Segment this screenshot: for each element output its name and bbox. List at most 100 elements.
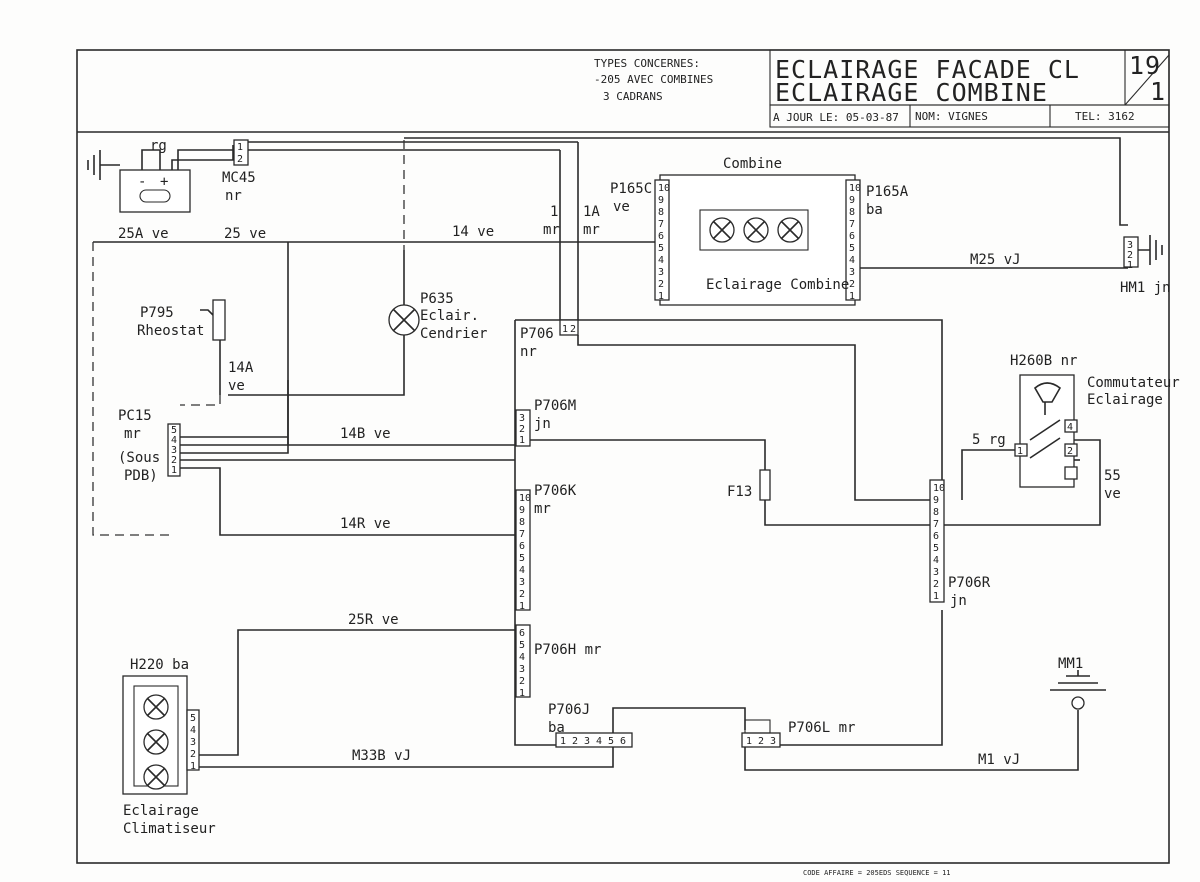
p706m-label: P706M [534, 398, 576, 414]
types-line2: -205 AVEC COMBINES [594, 73, 713, 86]
mc45-label: MC45 [222, 170, 256, 186]
wire-14b: 14B ve [340, 426, 391, 442]
svg-text:1: 1 [1127, 260, 1133, 271]
p165c-label: P165C [610, 181, 652, 197]
svg-text:2: 2 [519, 589, 525, 600]
svg-text:3: 3 [933, 567, 939, 578]
sheet-frame [76, 49, 1170, 864]
date-label: A JOUR LE: 05-03-87 [773, 111, 899, 124]
p635-label: P635 [420, 291, 454, 307]
svg-text:2: 2 [237, 154, 243, 165]
svg-text:4: 4 [190, 725, 196, 736]
svg-text:8: 8 [849, 207, 855, 218]
hm1-label: HM1 jn [1120, 280, 1171, 296]
svg-text:1: 1 [190, 761, 196, 772]
svg-text:1: 1 [519, 435, 525, 446]
svg-text:5: 5 [933, 543, 939, 554]
sous-line2: PDB) [124, 468, 158, 484]
svg-text:1: 1 [1017, 446, 1023, 457]
svg-text:10: 10 [519, 493, 531, 504]
p706-label: P706 [520, 326, 554, 342]
svg-text:3: 3 [1127, 240, 1133, 251]
ashtray-lamp-p635: P635 Eclair. Cendrier [388, 291, 487, 342]
svg-text:3: 3 [519, 413, 525, 424]
wire-25a: 25A ve [118, 226, 169, 242]
svg-text:1: 1 [560, 736, 566, 747]
rheostat-label: Rheostat [137, 323, 204, 339]
types-line1: TYPES CONCERNES: [594, 57, 700, 70]
wire-25: 25 ve [224, 226, 266, 242]
wire-14a-color: ve [228, 378, 245, 394]
p706j-label: P706J [548, 702, 590, 718]
svg-text:3: 3 [519, 577, 525, 588]
pc15-color: mr [124, 426, 141, 442]
p706l-label: P706L mr [788, 720, 855, 736]
svg-text:1: 1 [658, 291, 664, 302]
svg-text:7: 7 [519, 529, 525, 540]
combine-lamp-3 [777, 217, 803, 243]
svg-text:1: 1 [519, 601, 525, 612]
svg-text:5: 5 [519, 553, 525, 564]
wire-m25: M25 vJ [970, 252, 1021, 268]
svg-text:6: 6 [849, 231, 855, 242]
svg-text:1: 1 [933, 591, 939, 602]
wire-14r: 14R ve [340, 516, 391, 532]
wire-m33b: M33B vJ [352, 748, 411, 764]
svg-text:2: 2 [1067, 446, 1073, 457]
title-line2: ECLAIRAGE COMBINE [775, 78, 1048, 107]
svg-text:3: 3 [519, 664, 525, 675]
svg-text:3: 3 [190, 737, 196, 748]
p706r-connector: 10 9 8 7 6 5 4 3 2 1 P706R jn [929, 479, 991, 609]
svg-text:10: 10 [933, 483, 945, 494]
svg-text:9: 9 [849, 195, 855, 206]
svg-text:5: 5 [658, 243, 664, 254]
svg-text:+: + [160, 174, 168, 190]
svg-text:4: 4 [849, 255, 855, 266]
wire-55-color: ve [1104, 486, 1121, 502]
rheostat-p795: P795 Rheostat [137, 299, 226, 341]
h220-label: H220 ba [130, 657, 189, 673]
p165c-color: ve [613, 199, 630, 215]
p706j-color: ba [548, 720, 565, 736]
wire-25r: 25R ve [348, 612, 399, 628]
pc15-connector: 5 4 3 2 1 PC15 mr (Sous PDB) [118, 408, 181, 484]
f13-label: F13 [727, 484, 752, 500]
svg-text:6: 6 [933, 531, 939, 542]
combine-lamp-1 [709, 217, 735, 243]
svg-text:4: 4 [933, 555, 939, 566]
svg-text:1: 1 [171, 465, 177, 476]
wire-5: 5 rg [972, 432, 1006, 448]
svg-text:7: 7 [849, 219, 855, 230]
svg-text:2: 2 [658, 279, 664, 290]
svg-text:4: 4 [519, 565, 525, 576]
svg-text:6: 6 [658, 231, 664, 242]
sous-line1: (Sous [118, 450, 160, 466]
svg-text:2: 2 [933, 579, 939, 590]
mc45-connector: 1 2 MC45 nr [222, 139, 256, 204]
clim-lamp-3 [143, 764, 169, 790]
p706r-color: jn [950, 593, 967, 609]
types-line3: 3 CADRANS [603, 90, 663, 103]
wire-14a: 14A [228, 360, 254, 376]
svg-text:1: 1 [746, 736, 752, 747]
wire-55: 55 [1104, 468, 1121, 484]
clim-line1: Eclairage [123, 803, 199, 819]
p706j-connector: 1 2 3 4 5 6 P706J ba [548, 702, 633, 748]
ground-hm1: 3 2 1 HM1 jn [1120, 235, 1171, 296]
p706-connector: 1 2 P706 nr [520, 319, 579, 360]
svg-text:5: 5 [849, 243, 855, 254]
clim-line2: Climatiseur [123, 821, 216, 837]
svg-text:1: 1 [562, 324, 568, 335]
p706r-label: P706R [948, 575, 991, 591]
mc45-color: nr [225, 188, 242, 204]
svg-text:2: 2 [171, 455, 177, 466]
svg-text:2: 2 [572, 736, 578, 747]
combine-lamp-2 [743, 217, 769, 243]
commutateur-line1: Commutateur [1087, 375, 1180, 391]
p706h-connector: 6 5 4 3 2 1 P706H mr [515, 624, 601, 699]
svg-text:2: 2 [758, 736, 764, 747]
lighting-switch-h260b: 1 4 2 H260B nr Commutateur Eclairage [1010, 353, 1180, 488]
battery: - + rg [87, 138, 191, 213]
pc15-label: PC15 [118, 408, 152, 424]
svg-text:7: 7 [658, 219, 664, 230]
